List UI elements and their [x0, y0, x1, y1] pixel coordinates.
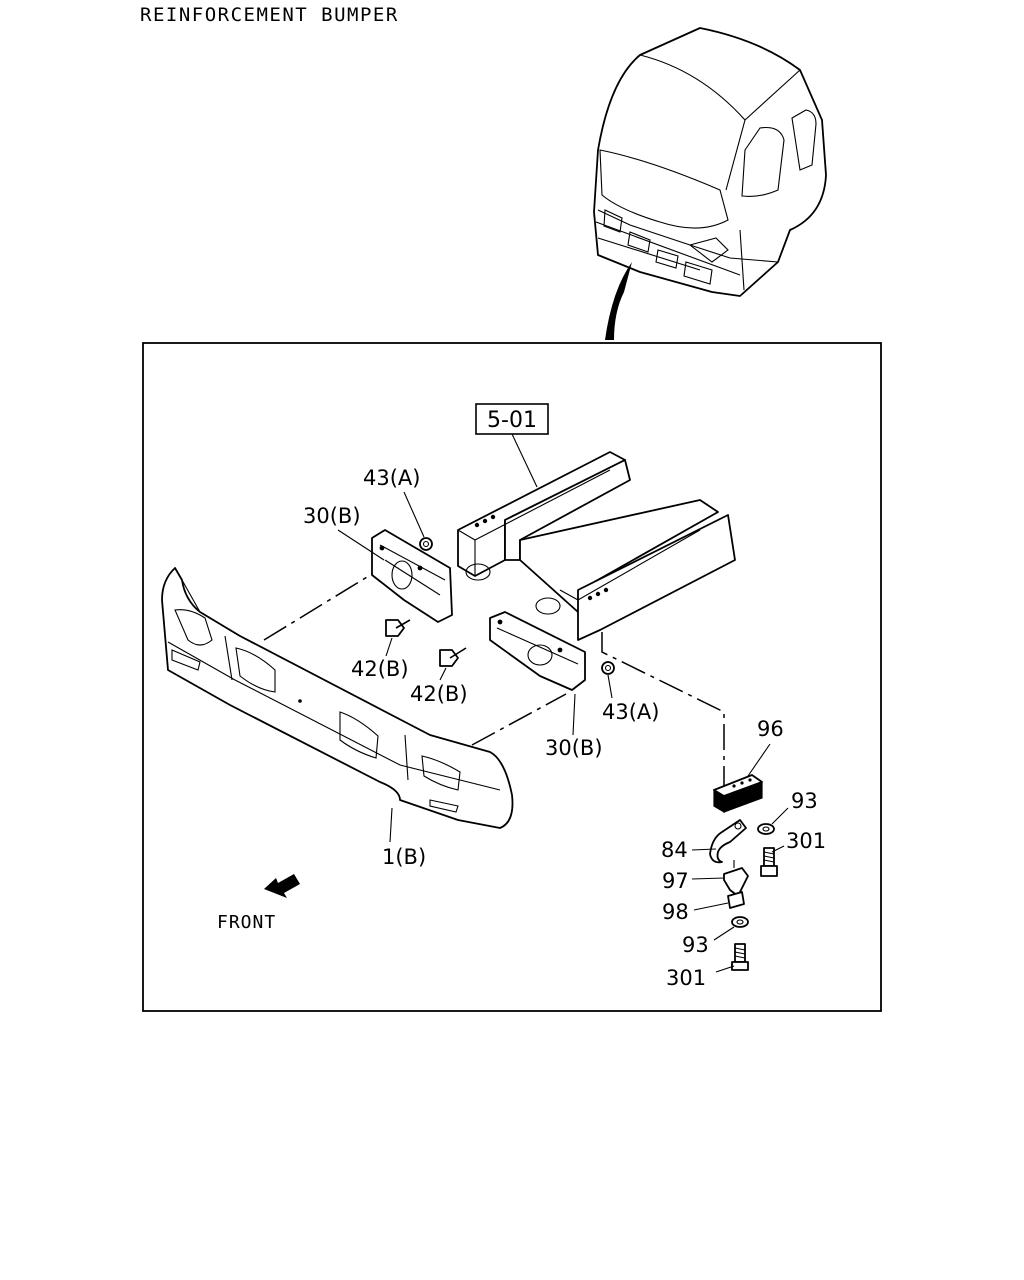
leader-lines — [337, 491, 789, 973]
diagram-title: REINFORCEMENT BUMPER — [140, 4, 399, 26]
bolt-42b-right — [439, 647, 467, 667]
bolt-301-lower — [731, 943, 749, 971]
callout-301-upper: 301 — [786, 829, 826, 853]
callout-96-pad: 96 — [757, 717, 784, 741]
bumper-1b — [161, 567, 567, 829]
reference-box-label: 5-01 — [487, 408, 537, 433]
plate-98 — [727, 891, 745, 909]
washer-93-lower — [731, 916, 749, 928]
callout-30b-lower: 30(B) — [545, 736, 603, 760]
hook-84 — [709, 819, 747, 864]
callout-84-hook: 84 — [661, 838, 688, 862]
callout-93-upper: 93 — [791, 789, 818, 813]
truck-cab-illustration — [593, 27, 827, 340]
bracket-30b-upper — [371, 529, 453, 623]
bracket-97 — [723, 860, 749, 897]
front-arrow-icon — [264, 874, 300, 898]
hook-link-line — [601, 632, 725, 788]
callout-1b-bumper: 1(B) — [382, 845, 426, 869]
callout-43a-lower: 43(A) — [602, 700, 659, 724]
detail-frame — [142, 342, 882, 1012]
chassis-frame-rails — [457, 451, 736, 641]
callout-98-plate: 98 — [662, 900, 689, 924]
bracket-30b-lower — [489, 611, 586, 691]
callout-42b-right: 42(B) — [410, 682, 468, 706]
callout-97-bracket: 97 — [662, 869, 689, 893]
nut-43a-upper — [419, 537, 433, 551]
pad-96 — [713, 774, 763, 814]
bolt-301-upper — [760, 847, 778, 877]
nut-43a-lower — [601, 661, 615, 675]
reference-box: 5-01 — [475, 403, 549, 488]
callout-42b-left: 42(B) — [351, 657, 409, 681]
washer-93-upper — [757, 823, 775, 835]
callout-43a-upper: 43(A) — [363, 466, 420, 490]
callout-301-lower: 301 — [666, 966, 706, 990]
callout-93-lower: 93 — [682, 933, 709, 957]
callout-30b-upper: 30(B) — [303, 504, 361, 528]
front-label: FRONT — [217, 912, 276, 933]
bolt-42b-left — [385, 619, 411, 637]
